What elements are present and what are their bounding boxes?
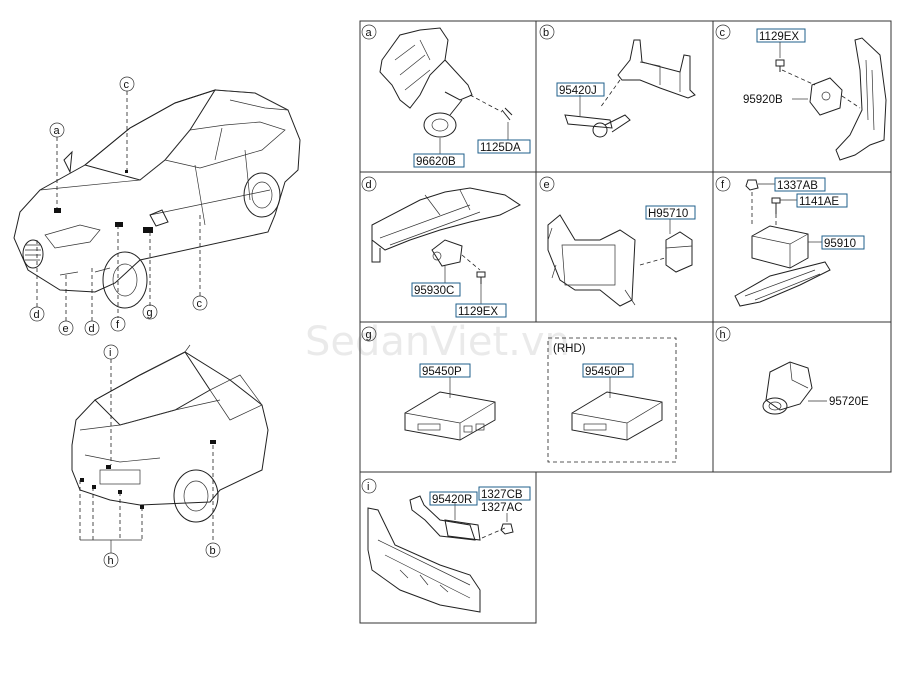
part-number-1327AC: 1327AC <box>481 502 523 514</box>
rhd-variant-frame <box>547 337 677 463</box>
control-module-rhd-drawing <box>571 391 663 441</box>
radiator-support-drawing <box>547 214 636 307</box>
nut-drawing <box>745 179 759 191</box>
rear-callout-b: b <box>210 545 216 557</box>
part-label-box <box>582 363 634 378</box>
panel-a: a 96620B 1125DA <box>361 24 531 168</box>
panel-h-letter: h <box>720 329 726 341</box>
bolt-drawing <box>476 271 486 284</box>
panel-f: f 1337AB 1141AE 95910 <box>715 176 865 307</box>
panel-b: b 95420J <box>539 24 696 138</box>
airbag-control-unit-drawing <box>751 225 809 269</box>
rear-car-drawing <box>71 344 269 553</box>
part-number-95420J: 95420J <box>559 85 597 97</box>
rhd-label: (RHD) <box>553 343 586 355</box>
front-car-drawing <box>13 89 301 322</box>
front-member-drawing <box>371 187 521 263</box>
horn-unit-drawing <box>665 231 693 273</box>
front-callouts: a c d e d f g c <box>29 76 208 336</box>
front-callout-c2: c <box>197 298 203 310</box>
panel-e: e H95710 <box>539 176 696 307</box>
part-label-box <box>455 303 507 318</box>
rear-callout-i: i <box>109 347 111 359</box>
part-number-H95710: H95710 <box>648 208 688 220</box>
front-callout-c: c <box>124 79 130 91</box>
part-label-box <box>419 363 471 378</box>
nut-drawing <box>500 523 514 535</box>
part-label-box <box>556 82 605 97</box>
panel-g: g 95450P (RHD) 95450P <box>361 326 677 463</box>
part-number-95450P-rhd: 95450P <box>585 366 625 378</box>
part-label-box <box>429 491 478 506</box>
panel-i: i 95420R 1327CB 1327AC <box>361 478 531 613</box>
panel-b-letter: b <box>543 27 549 39</box>
part-number-96620B: 96620B <box>416 156 456 168</box>
panel-g-letter: g <box>366 329 372 341</box>
horn-drawing <box>423 99 463 138</box>
panel-c: c 1129EX 95920B <box>715 24 887 161</box>
panel-c-letter: c <box>720 27 726 39</box>
control-module-drawing <box>404 391 496 441</box>
rear-callout-h: h <box>108 555 114 567</box>
watermark: SedanViet.vn <box>305 319 570 365</box>
part-number-1125DA: 1125DA <box>480 142 521 154</box>
impact-sensor-drawing <box>431 239 463 267</box>
part-label-box <box>796 193 848 208</box>
b-pillar-drawing <box>835 37 887 161</box>
panel-a-letter: a <box>366 27 373 39</box>
rear-panel-drawing <box>367 507 481 613</box>
rear-callouts: i h b <box>103 344 221 568</box>
panel-grid <box>359 20 892 624</box>
part-number-1337AB: 1337AB <box>777 180 818 192</box>
part-label-box <box>645 205 696 220</box>
panel-f-letter: f <box>721 179 725 191</box>
part-number-95930C: 95930C <box>414 285 454 297</box>
panel-d-letter: d <box>366 179 372 191</box>
part-number-95910: 95910 <box>824 238 856 250</box>
bracket-frame-drawing <box>617 39 696 99</box>
part-number-95420R: 95420R <box>432 494 472 506</box>
part-label-box <box>477 139 531 154</box>
front-callout-f: f <box>116 319 120 331</box>
bolt-drawing <box>771 197 781 214</box>
part-number-95920B: 95920B <box>743 94 783 106</box>
panel-i-letter: i <box>367 481 369 493</box>
panel-e-letter: e <box>544 179 550 191</box>
floor-bracket-drawing <box>734 261 831 307</box>
part-number-1327CB: 1327CB <box>481 489 523 501</box>
part-label-box <box>478 486 531 501</box>
front-callout-e: e <box>63 323 69 335</box>
panel-d: d 95930C 1129EX <box>361 176 521 318</box>
part-number-1129EX: 1129EX <box>759 31 799 43</box>
front-callout-d: d <box>34 309 40 321</box>
bolt-drawing <box>501 107 513 121</box>
bolt-drawing <box>775 59 785 72</box>
part-number-1129EX: 1129EX <box>458 306 498 318</box>
panel-h: h 95720E <box>715 326 869 415</box>
part-label-box <box>413 153 465 168</box>
part-number-1141AE: 1141AE <box>799 196 839 208</box>
part-number-95720E: 95720E <box>829 396 869 408</box>
part-label-box <box>774 177 826 192</box>
front-callout-d2: d <box>89 323 95 335</box>
part-number-95450P: 95450P <box>422 366 462 378</box>
rear-harness-drawing <box>409 495 481 541</box>
parking-sensor-drawing <box>762 361 813 415</box>
front-callout-a: a <box>54 125 61 137</box>
crash-sensor-drawing <box>809 77 843 116</box>
part-label-box <box>411 282 461 297</box>
part-label-box <box>756 28 806 43</box>
front-callout-g: g <box>147 307 153 319</box>
sensor-bracket-drawing <box>564 114 631 138</box>
horn-bracket-drawing <box>379 27 473 109</box>
part-label-box <box>821 235 865 250</box>
